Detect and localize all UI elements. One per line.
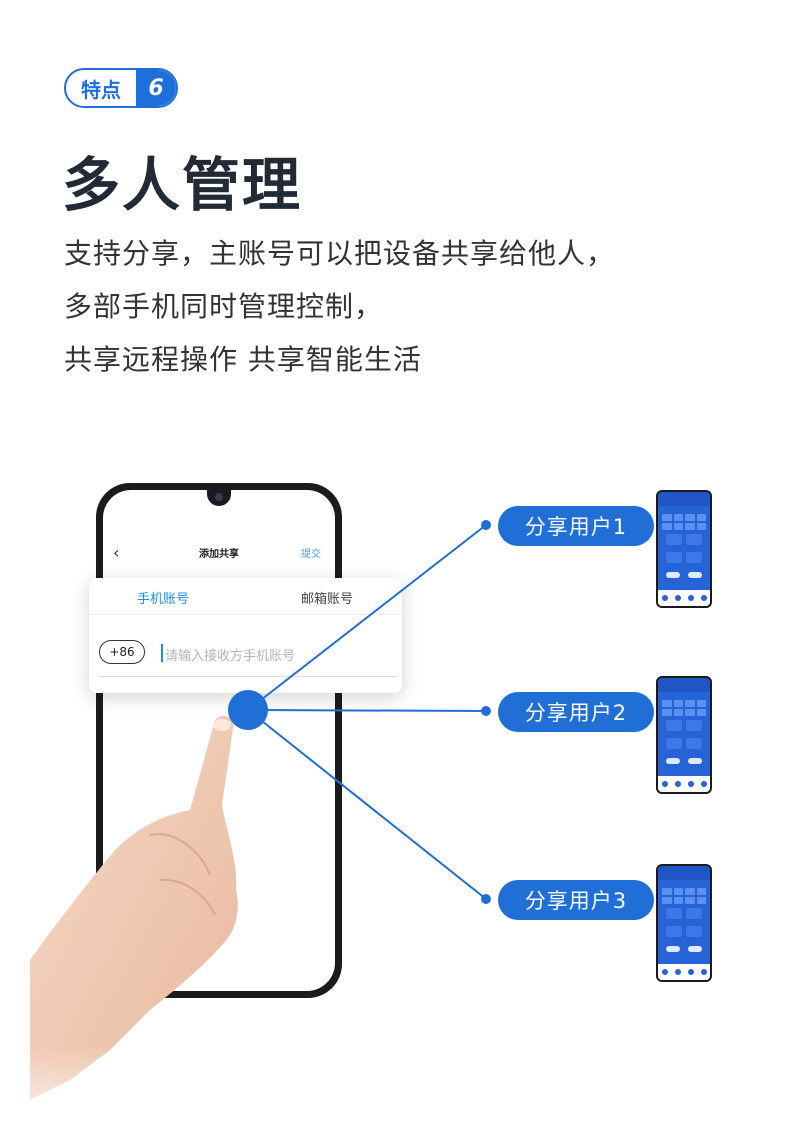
share-form-card: 手机账号 邮箱账号 +86 请输入接收方手机账号 — [89, 578, 402, 693]
connector-dot-1 — [481, 520, 491, 530]
touch-point — [228, 690, 268, 730]
badge-label: 特点 — [81, 77, 121, 102]
submit-button[interactable]: 提交 — [301, 548, 321, 560]
share-user-3-label: 分享用户3 — [498, 880, 654, 920]
camera-icon — [215, 493, 223, 501]
shared-phone-1 — [656, 490, 712, 608]
input-underline — [99, 676, 397, 677]
shared-phone-2 — [656, 676, 712, 794]
account-tabs: 手机账号 邮箱账号 — [89, 578, 402, 615]
connector-dot-3 — [481, 894, 491, 904]
country-code-selector[interactable]: +86 — [99, 640, 145, 664]
phone-account-input[interactable]: 请输入接收方手机账号 — [165, 649, 296, 664]
tab-phone-account[interactable]: 手机账号 — [137, 592, 190, 607]
text-caret — [161, 644, 163, 662]
description-line-3: 共享远程操作 共享智能生活 — [64, 343, 422, 376]
feature-badge: 特点 6 — [64, 68, 178, 108]
connector-dot-2 — [481, 706, 491, 716]
tab-email-account[interactable]: 邮箱账号 — [301, 592, 354, 607]
page-title: 多人管理 — [62, 151, 303, 219]
app-title: 添加共享 — [199, 548, 239, 560]
share-user-2-label: 分享用户2 — [498, 692, 654, 732]
chevron-left-icon[interactable]: ‹ — [113, 542, 120, 562]
shared-phone-3 — [656, 864, 712, 982]
description-line-1: 支持分享，主账号可以把设备共享给他人， — [64, 237, 616, 270]
share-user-1-label: 分享用户1 — [498, 506, 654, 546]
phone-notch — [207, 490, 231, 506]
badge-number: 6 — [136, 70, 176, 106]
app-header: ‹ 添加共享 提交 — [103, 538, 335, 566]
description-line-2: 多部手机同时管理控制， — [64, 290, 384, 323]
